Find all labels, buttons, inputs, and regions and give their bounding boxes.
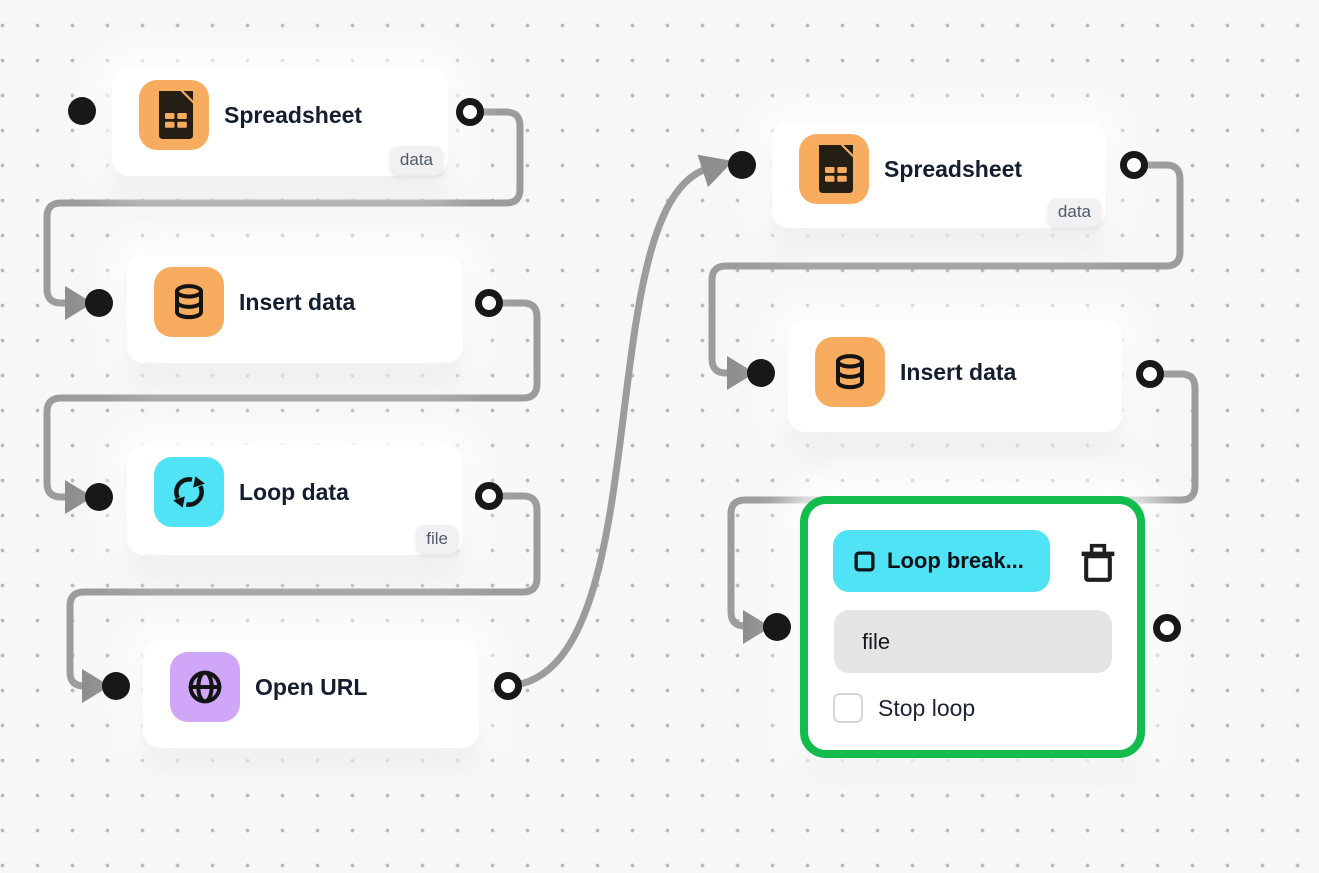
node-insert-data-1[interactable]: Insert data <box>127 255 463 363</box>
node-open-url-1[interactable]: Open URL <box>143 640 479 748</box>
edge-arrowhead <box>727 356 755 390</box>
input-port-open-url-1[interactable] <box>102 672 130 700</box>
node-insert-data-2[interactable]: Insert data <box>788 320 1122 432</box>
output-port-insert-data-2[interactable] <box>1136 360 1164 388</box>
output-badge: data <box>1047 198 1101 226</box>
globe-icon <box>170 652 240 722</box>
edge-arrowhead <box>82 669 110 703</box>
edge-arrowhead <box>743 610 771 644</box>
edge-insertdata1-loopdata1[interactable] <box>43 299 541 501</box>
database-icon <box>815 337 885 407</box>
output-badge: data <box>389 146 443 174</box>
node-loop-break-selected[interactable]: Loop break... Stop loop <box>800 496 1145 758</box>
node-spreadsheet-1[interactable]: Spreadsheet data <box>112 68 448 176</box>
edge-arrowhead <box>65 286 93 320</box>
input-port-insert-data-2[interactable] <box>747 359 775 387</box>
edge-loopdata1-openurl1[interactable] <box>66 492 541 690</box>
input-port-insert-data-1[interactable] <box>85 289 113 317</box>
stop-loop-checkbox[interactable] <box>833 693 863 723</box>
node-loop-data-1[interactable]: Loop data file <box>127 445 463 555</box>
edge-spreadsheet1-insertdata1[interactable] <box>43 108 524 307</box>
stop-square-icon <box>853 550 876 573</box>
loop-arrows-icon <box>154 457 224 527</box>
trash-icon[interactable] <box>1078 540 1118 586</box>
input-port-loop-data-1[interactable] <box>85 483 113 511</box>
node-title: Loop data <box>239 478 349 505</box>
node-title: Spreadsheet <box>884 155 1023 182</box>
output-badge: file <box>416 525 458 553</box>
edge-arrowhead <box>697 154 734 188</box>
output-port-insert-data-1[interactable] <box>475 289 503 317</box>
edge-spreadsheet2-insertdata2[interactable] <box>708 161 1184 377</box>
output-port-open-url-1[interactable] <box>494 672 522 700</box>
input-port-spreadsheet-1[interactable] <box>68 97 96 125</box>
spreadsheet-file-icon <box>139 80 209 150</box>
node-title: Open URL <box>255 673 368 700</box>
spreadsheet-file-icon <box>799 134 869 204</box>
output-port-spreadsheet-1[interactable] <box>456 98 484 126</box>
edge-arrowhead <box>65 480 93 514</box>
database-icon <box>154 267 224 337</box>
output-port-loop-break[interactable] <box>1153 614 1181 642</box>
input-port-spreadsheet-2[interactable] <box>728 151 756 179</box>
node-title: Spreadsheet <box>224 101 363 128</box>
node-spreadsheet-2[interactable]: Spreadsheet data <box>772 122 1106 228</box>
stop-loop-row[interactable]: Stop loop <box>833 693 975 723</box>
node-title: Insert data <box>239 288 356 315</box>
file-input[interactable] <box>834 610 1112 673</box>
loop-break-header-button[interactable]: Loop break... <box>833 530 1050 592</box>
node-title: Insert data <box>900 358 1017 385</box>
loop-break-title: Loop break... <box>887 548 1024 573</box>
stop-loop-label: Stop loop <box>878 694 976 721</box>
output-port-spreadsheet-2[interactable] <box>1120 151 1148 179</box>
edge-openurl1-spreadsheet2[interactable] <box>507 163 715 690</box>
output-port-loop-data-1[interactable] <box>475 482 503 510</box>
input-port-loop-break[interactable] <box>763 613 791 641</box>
